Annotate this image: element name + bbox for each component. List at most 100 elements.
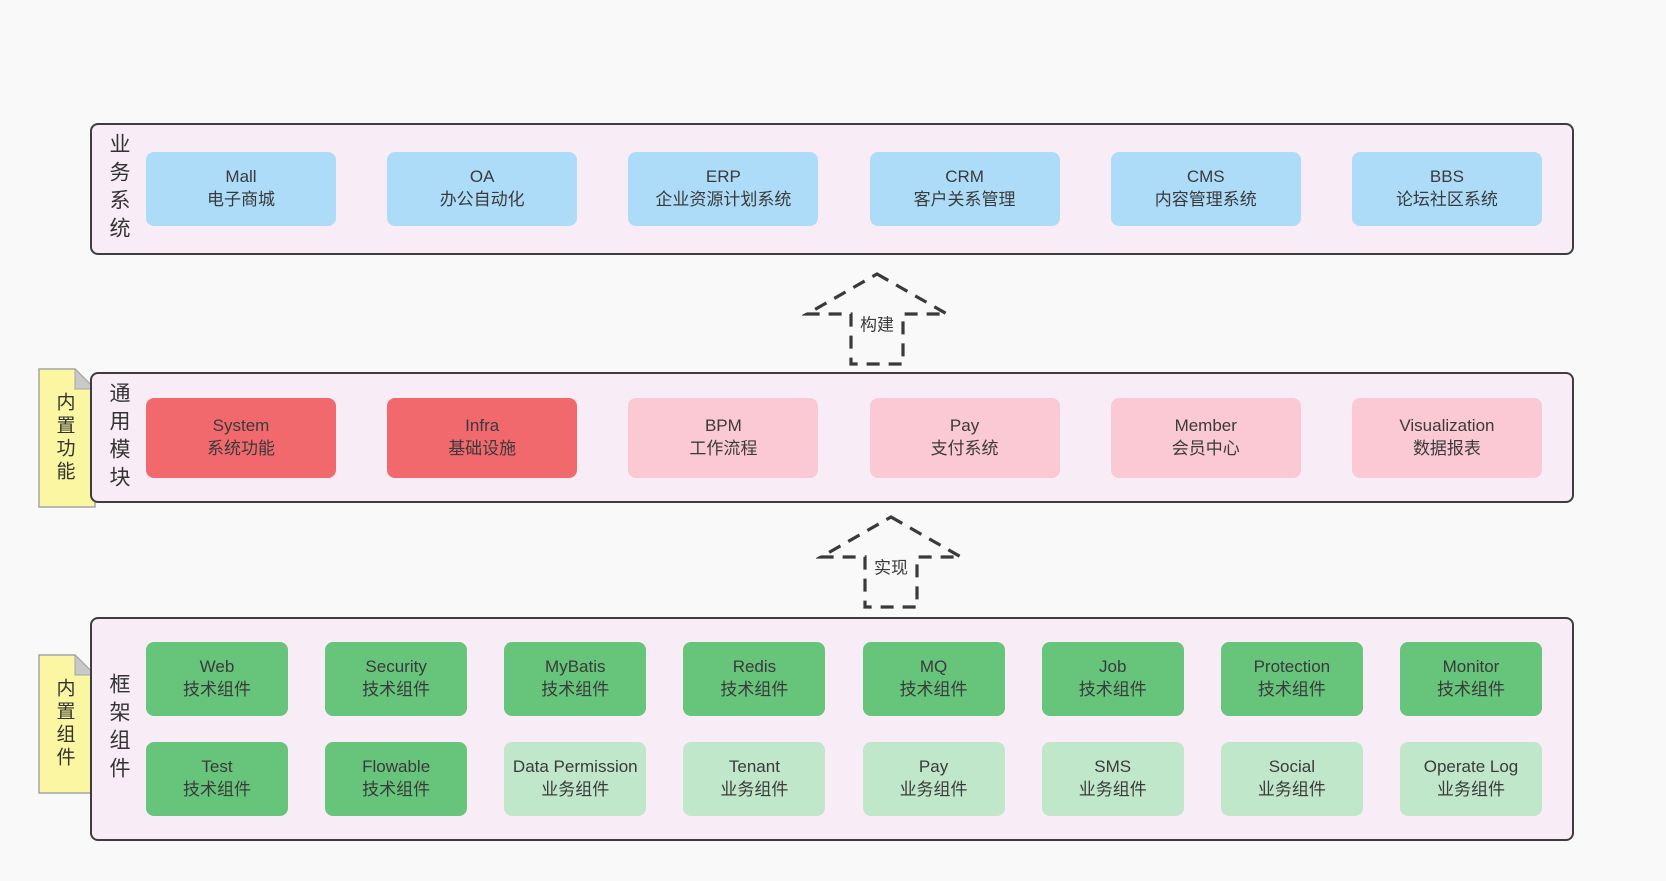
box-member: Member 会员中心: [1110, 397, 1301, 478]
arrow-label: 实现: [871, 553, 911, 579]
box-sms: SMS 业务组件: [1041, 742, 1184, 816]
box-desc: 基础设施: [448, 438, 517, 458]
box-name: Social: [1268, 757, 1315, 777]
box-mq: MQ 技术组件: [862, 642, 1005, 716]
box-desc: 业务组件: [899, 780, 968, 799]
box-desc: 业务组件: [1078, 780, 1147, 799]
box-name: Protection: [1253, 657, 1331, 677]
box-mall: Mall 电子商城: [146, 152, 336, 226]
box-desc: 技术组件: [1257, 680, 1326, 699]
box-name: SMS: [1094, 757, 1132, 777]
box-test: Test 技术组件: [146, 742, 288, 816]
band-label: 通用模块: [107, 381, 130, 494]
arrow-label: 构建: [857, 310, 897, 336]
box-system: System 系统功能: [146, 397, 336, 478]
arrow-implement: 实现: [816, 514, 966, 610]
box-name: Operate Log: [1423, 757, 1519, 777]
band-rows: System 系统功能 Infra 基础设施 BPM 工作流程 Pay 支付系统 Member 会…: [144, 374, 1572, 501]
sticky-note-builtin-features: 内置功能: [38, 368, 96, 508]
box-desc: 技术组件: [899, 680, 968, 699]
box-desc: 企业资源计划系统: [655, 190, 792, 209]
band-business-systems: 业务系统 Mall 电子商城 OA 办公自动化 ERP 企业资源计划系统 CRM 客户关系管理…: [90, 123, 1574, 255]
note-label: 内置组件: [53, 678, 75, 770]
box-name: Test: [201, 757, 233, 777]
sticky-note-builtin-components: 内置组件: [38, 654, 96, 794]
box-desc: 技术组件: [362, 680, 431, 699]
box-cms: CMS 内容管理系统: [1110, 152, 1301, 226]
box-name: Mall: [225, 167, 257, 187]
box-name: CMS: [1186, 167, 1225, 187]
box-desc: 业务组件: [1436, 780, 1505, 799]
band-common-modules: 通用模块 System 系统功能 Infra 基础设施 BPM 工作流程 Pay 支付系统 Me…: [90, 372, 1574, 503]
box-desc: 系统功能: [207, 438, 275, 458]
box-desc: 会员中心: [1171, 438, 1240, 458]
box-name: CRM: [945, 167, 984, 187]
box-desc: 客户关系管理: [913, 190, 1016, 209]
box-name: OA: [469, 167, 495, 187]
box-name: ERP: [705, 167, 741, 187]
box-erp: ERP 企业资源计划系统: [628, 152, 819, 226]
box-name: MQ: [919, 657, 948, 677]
box-name: Data Permission: [512, 757, 638, 777]
box-desc: 电子商城: [207, 190, 275, 209]
dashed-arrow-up-icon: [816, 515, 966, 609]
box-desc: 业务组件: [1257, 780, 1326, 799]
band-rows: Mall 电子商城 OA 办公自动化 ERP 企业资源计划系统 CRM 客户关系管理 CMS 内容…: [144, 125, 1572, 253]
box-name: Pay: [949, 415, 980, 435]
box-name: MyBatis: [545, 657, 606, 677]
box-web: Web 技术组件: [146, 642, 288, 716]
box-desc: 论坛社区系统: [1395, 190, 1498, 209]
band-framework-components: 框架组件 Web 技术组件 Security 技术组件 MyBatis 技术组件 Redis…: [90, 617, 1574, 841]
box-desc: 技术组件: [541, 680, 610, 699]
box-infra: Infra 基础设施: [387, 397, 578, 478]
box-bpm: BPM 工作流程: [628, 397, 819, 478]
box-desc: 技术组件: [362, 780, 431, 799]
arrow-build: 构建: [802, 271, 952, 367]
box-name: Job: [1098, 657, 1127, 677]
box-desc: 技术组件: [1078, 680, 1147, 699]
box-desc: 技术组件: [1436, 680, 1505, 699]
box-desc: 业务组件: [720, 780, 789, 799]
box-protection: Protection 技术组件: [1220, 642, 1363, 716]
box-name: Pay: [918, 757, 949, 777]
box-name: Monitor: [1442, 657, 1500, 677]
box-mybatis: MyBatis 技术组件: [504, 642, 647, 716]
box-desc: 支付系统: [930, 438, 999, 458]
box-data-permission: Data Permission 业务组件: [504, 742, 647, 816]
box-desc: 办公自动化: [439, 190, 525, 209]
band-row: Mall 电子商城 OA 办公自动化 ERP 企业资源计划系统 CRM 客户关系管理 CMS 内容…: [146, 152, 1542, 226]
box-name: Visualization: [1399, 415, 1495, 435]
band-label: 业务系统: [107, 133, 130, 245]
box-name: Tenant: [728, 757, 780, 777]
box-name: System: [212, 415, 270, 435]
box-security: Security 技术组件: [325, 642, 468, 716]
box-desc: 技术组件: [183, 680, 251, 699]
box-desc: 业务组件: [541, 780, 610, 799]
band-label: 框架组件: [107, 673, 130, 785]
box-desc: 内容管理系统: [1154, 190, 1257, 209]
box-job: Job 技术组件: [1041, 642, 1184, 716]
box-name: Security: [365, 657, 427, 677]
box-name: BPM: [704, 415, 742, 435]
note-label: 内置功能: [53, 392, 75, 484]
box-tenant: Tenant 业务组件: [683, 742, 826, 816]
box-name: Web: [199, 657, 235, 677]
band-row: System 系统功能 Infra 基础设施 BPM 工作流程 Pay 支付系统 Member 会…: [146, 397, 1542, 478]
box-desc: 工作流程: [689, 438, 758, 458]
box-oa: OA 办公自动化: [387, 152, 578, 226]
box-desc: 技术组件: [183, 780, 251, 799]
box-name: Infra: [465, 415, 500, 435]
dashed-arrow-up-icon: [802, 272, 952, 366]
box-name: Redis: [732, 657, 777, 677]
box-pay: Pay 支付系统: [869, 397, 1060, 478]
box-crm: CRM 客户关系管理: [869, 152, 1060, 226]
box-name: Member: [1174, 415, 1237, 435]
